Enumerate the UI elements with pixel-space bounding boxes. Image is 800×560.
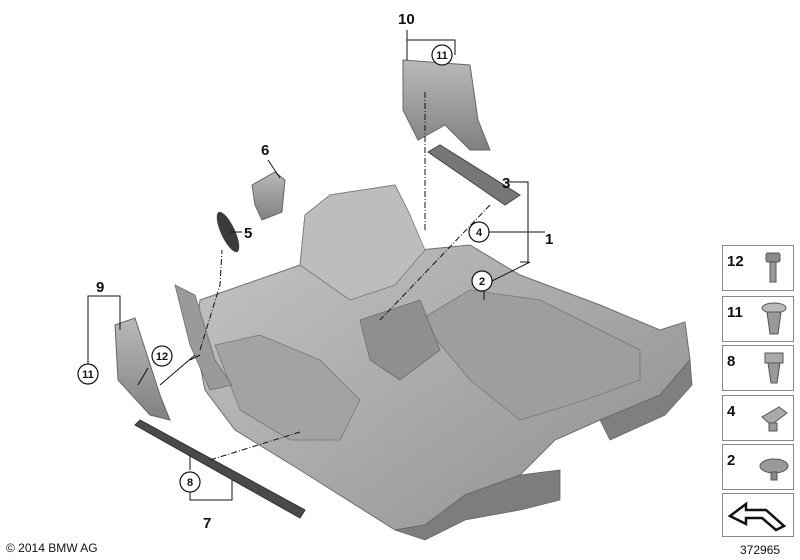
callout-6: 6 (261, 142, 269, 159)
part-10-trim (402, 59, 491, 151)
clip-icon (761, 406, 788, 432)
circled-callout-11-top: 11 (431, 44, 453, 66)
circled-callout-8: 8 (179, 471, 201, 493)
legend-number: 4 (727, 403, 736, 420)
svg-text:4: 4 (476, 227, 483, 239)
expanding-rivet-icon (761, 302, 787, 335)
leader-lines (87, 30, 545, 501)
direction-arrow-icon (727, 501, 787, 532)
legend-item-plug: 2 (722, 444, 794, 490)
circled-callout-2: 2 (471, 270, 493, 292)
callout-7: 7 (203, 515, 211, 532)
circled-callout-12: 12 (151, 345, 173, 367)
legend-item-rivet: 11 (722, 296, 794, 342)
callout-9: 9 (96, 279, 104, 296)
legend-number: 8 (727, 353, 736, 370)
legend-item-clip: 4 (722, 395, 794, 441)
legend-item-arrow (722, 493, 794, 537)
legend-item-screw: 12 (722, 245, 794, 291)
svg-text:11: 11 (82, 369, 94, 381)
callout-10: 10 (398, 11, 415, 28)
svg-text:12: 12 (156, 351, 168, 363)
svg-text:11: 11 (436, 50, 448, 62)
legend-item-clip-nut: 8 (722, 345, 794, 391)
legend-number: 2 (727, 452, 736, 469)
screw-icon (765, 252, 781, 283)
clip-nut-icon (764, 352, 784, 384)
diagram-number: 372965 (740, 543, 781, 557)
callout-1: 1 (545, 231, 553, 248)
legend-number: 11 (727, 304, 743, 321)
part-9-trim (114, 317, 171, 421)
part-3-grille (427, 144, 521, 206)
floor-covering-main (194, 184, 693, 541)
circled-callout-11-left: 11 (77, 363, 99, 385)
part-5-pad (216, 211, 240, 253)
part-6-bracket (251, 171, 286, 221)
svg-text:2: 2 (479, 276, 485, 288)
part-7-strip (134, 419, 306, 519)
circled-callout-4: 4 (468, 221, 490, 243)
svg-text:8: 8 (187, 477, 193, 489)
callout-3: 3 (502, 175, 510, 192)
legend-number: 12 (727, 253, 744, 270)
copyright-text: © 2014 BMW AG (6, 541, 98, 555)
callout-5: 5 (244, 225, 252, 242)
round-plug-icon (759, 458, 789, 481)
